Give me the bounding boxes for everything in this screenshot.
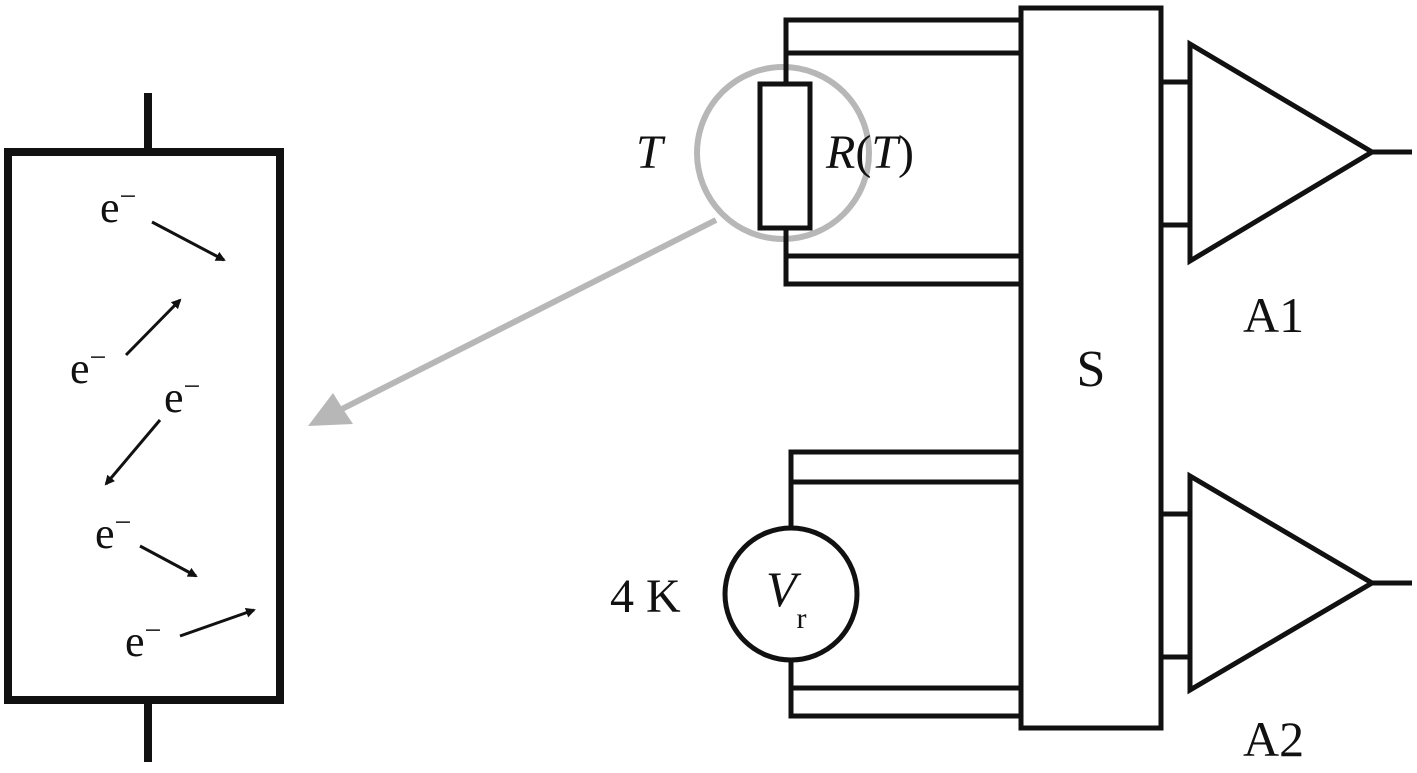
wire bbox=[783, 228, 1021, 287]
resistor-zoom: e− e− e− e− e− bbox=[4, 93, 284, 762]
electron-motion-arrow bbox=[179, 607, 256, 638]
amplifier-label: A2 bbox=[1243, 711, 1304, 767]
electron: e− bbox=[70, 298, 182, 393]
voltage-source-label: Vr bbox=[766, 561, 807, 635]
electron-motion-arrow bbox=[124, 298, 182, 357]
electron: e− bbox=[95, 506, 198, 578]
svg-text:e−: e− bbox=[70, 341, 106, 393]
svg-text:e−: e− bbox=[164, 370, 200, 422]
electron-motion-arrow bbox=[151, 220, 226, 262]
voltage-source-symbol bbox=[722, 525, 860, 663]
amplifier-a1: A1 bbox=[1161, 39, 1412, 343]
svg-text:e−: e− bbox=[125, 614, 161, 666]
resistor-symbol bbox=[757, 81, 813, 231]
electron: e− bbox=[104, 370, 200, 486]
electron: e− bbox=[125, 607, 256, 666]
electron: e− bbox=[100, 180, 226, 262]
amplifier-triangle bbox=[1187, 39, 1377, 266]
zoom-arrow-head bbox=[308, 393, 353, 426]
electron-motion-arrow bbox=[139, 544, 198, 578]
zoom-circle bbox=[694, 64, 872, 242]
svg-text:e−: e− bbox=[100, 180, 136, 232]
reference-temperature-label: 4 K bbox=[610, 570, 681, 623]
wire bbox=[783, 17, 1021, 84]
sensor-resistor-circuit: T R(T) bbox=[636, 17, 1021, 287]
electron-motion-arrow bbox=[104, 419, 162, 486]
switch-box bbox=[1018, 5, 1164, 731]
resistor-zoom-body bbox=[4, 148, 284, 704]
amplifier-label: A1 bbox=[1243, 287, 1304, 343]
wire bbox=[788, 657, 1021, 719]
amplifier-triangle bbox=[1187, 471, 1377, 695]
amplifier-a2: A2 bbox=[1161, 471, 1412, 767]
zoom-indicator bbox=[308, 64, 872, 426]
temperature-label: T bbox=[636, 126, 666, 179]
resistance-label: R(T) bbox=[825, 126, 914, 179]
switch-label: S bbox=[1077, 341, 1106, 398]
reference-source-circuit: Vr 4 K bbox=[610, 449, 1021, 719]
switch: S bbox=[1018, 5, 1164, 731]
svg-text:e−: e− bbox=[95, 506, 131, 558]
zoom-arrow-shaft bbox=[338, 217, 718, 413]
wire bbox=[788, 449, 1021, 531]
